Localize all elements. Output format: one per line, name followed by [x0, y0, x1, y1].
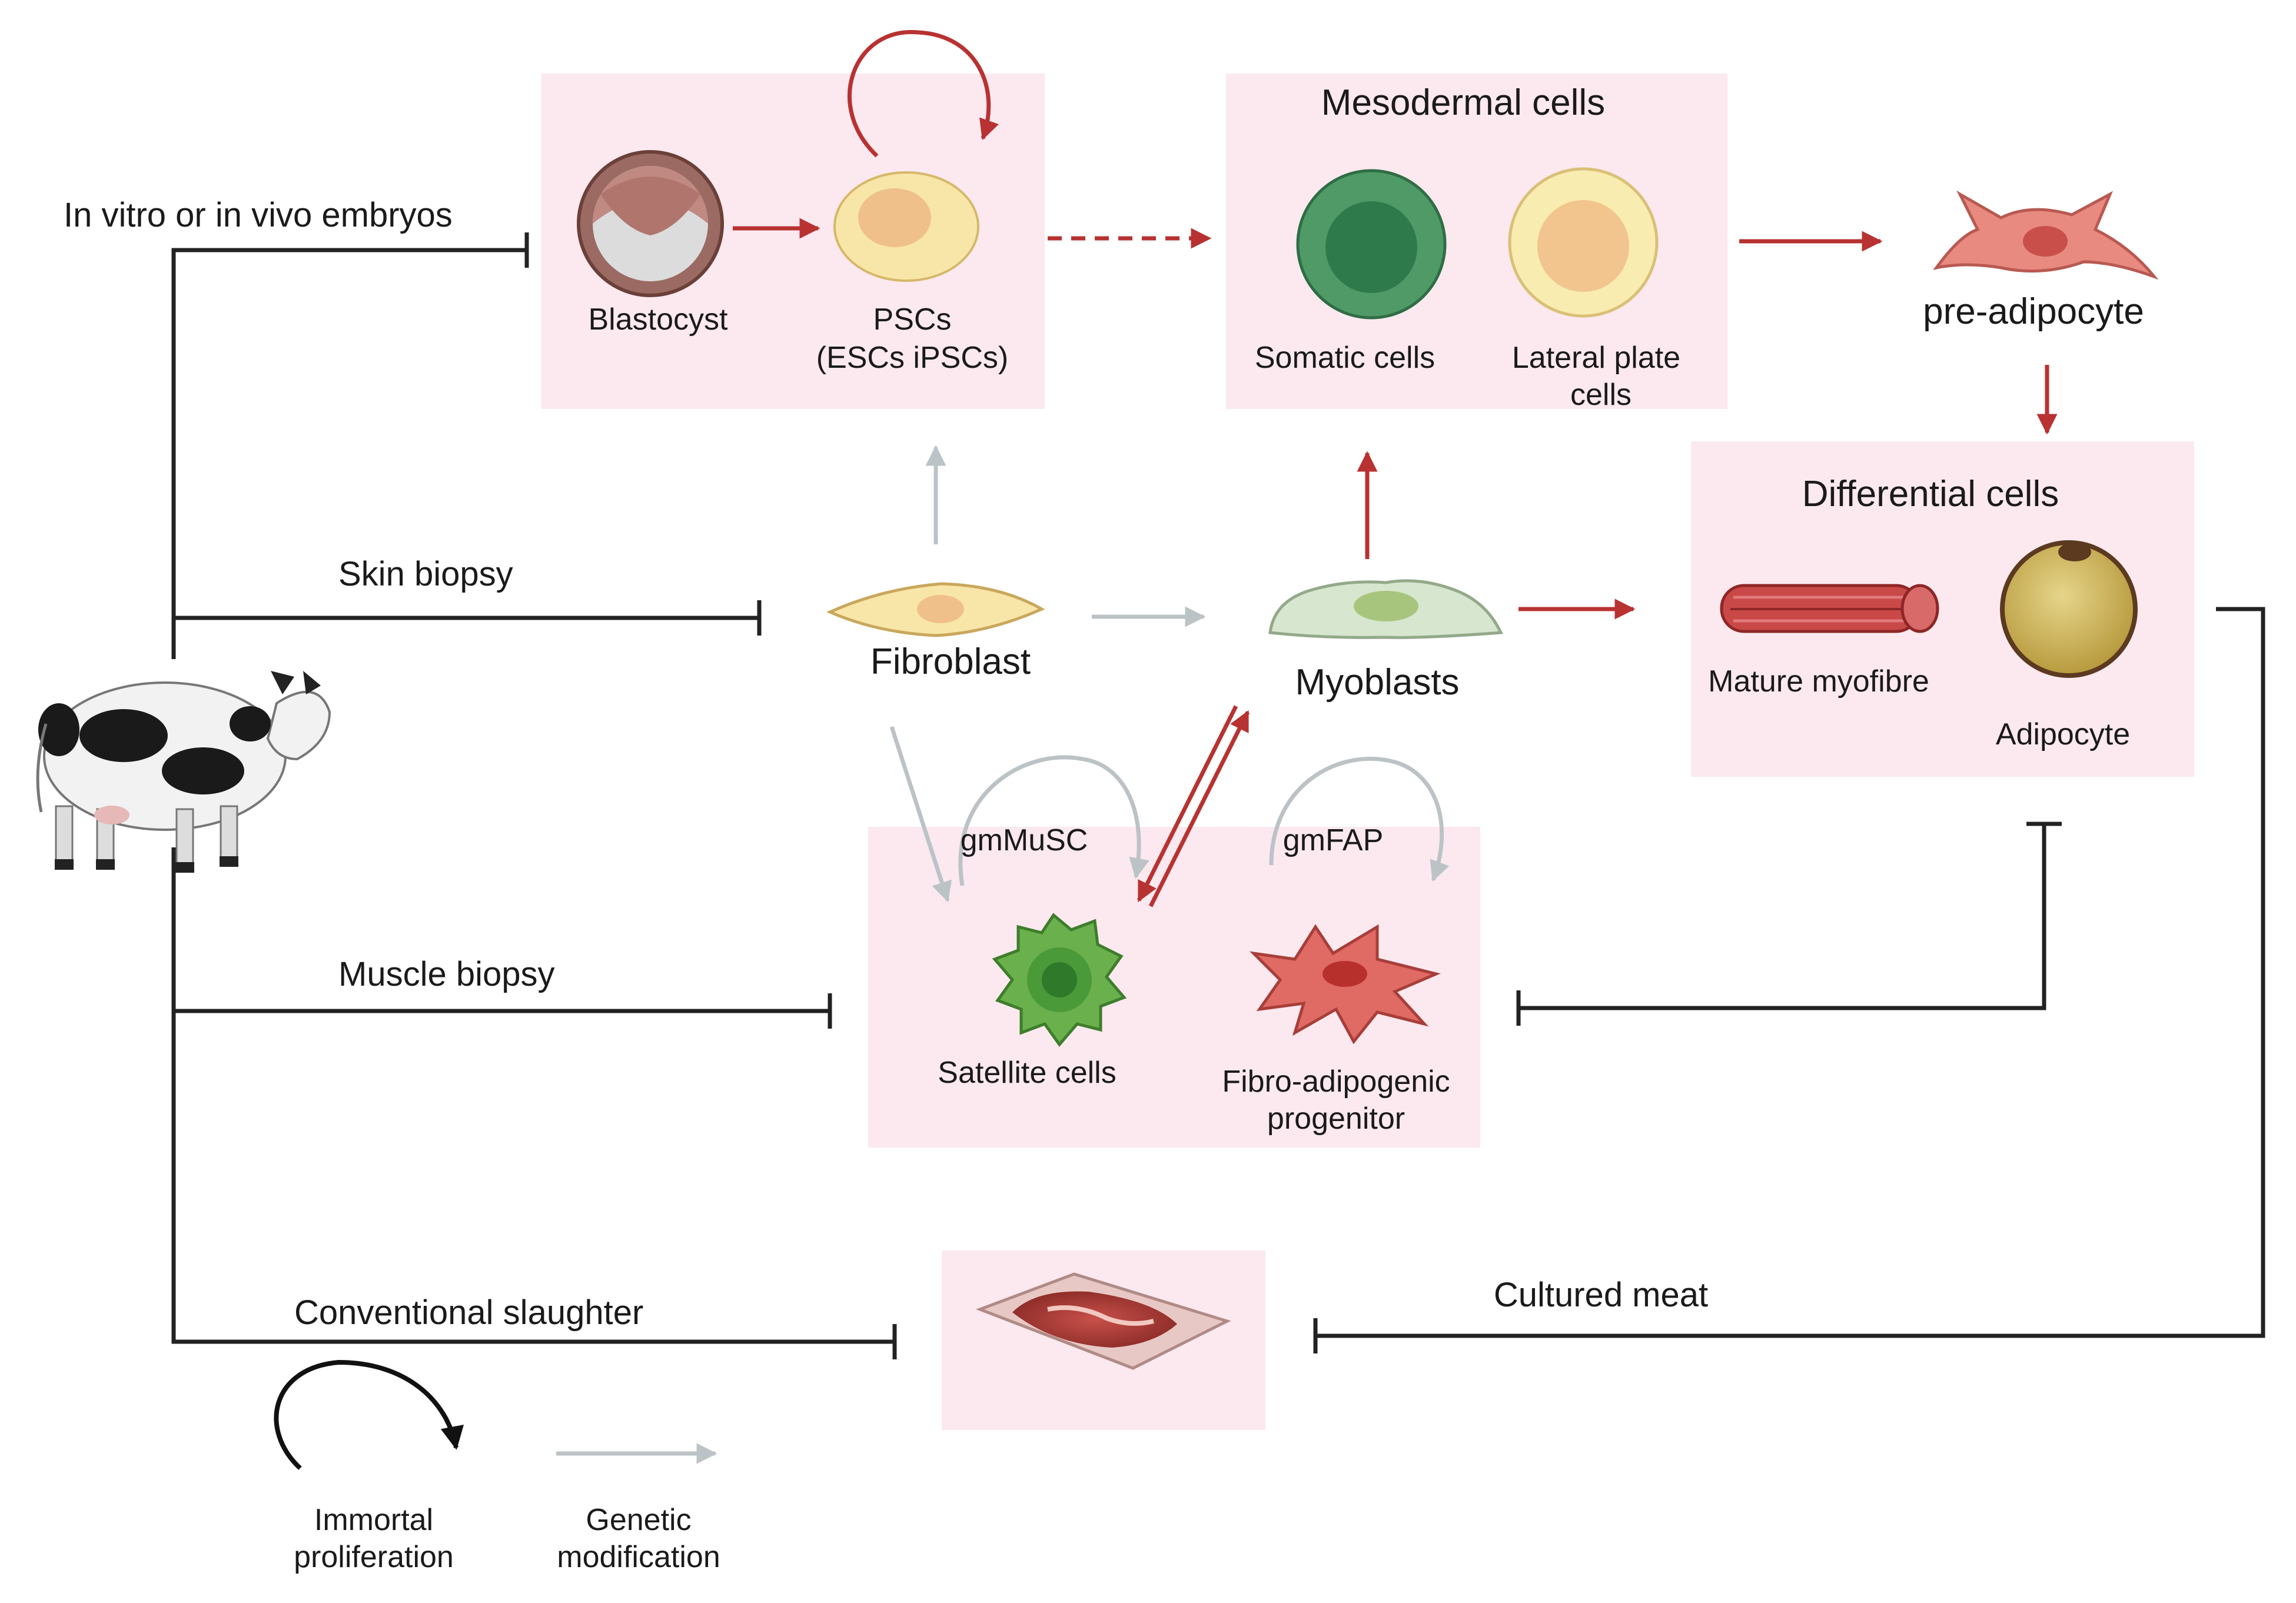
gmmusc-cycle-arrow	[958, 755, 1149, 886]
fap-label-line2: progenitor	[1267, 1102, 1405, 1136]
fap-icon	[1249, 924, 1441, 1045]
fibroblast-to-satellite-arrow	[889, 726, 952, 903]
gmfap-cycle-arrow	[1269, 756, 1450, 882]
somatic-label: Somatic cells	[1255, 341, 1435, 375]
source-lines	[171, 232, 2265, 1359]
mesodermal-title: Mesodermal cells	[1321, 82, 1605, 123]
immortal-proliferation-arrow	[274, 1359, 464, 1470]
immortal-label-line2: proliferation	[294, 1540, 454, 1574]
genetic-label-line2: modification	[557, 1540, 720, 1574]
source-slaughter-label: Conventional slaughter	[294, 1293, 643, 1332]
myofibre-label: Mature myofibre	[1708, 664, 1929, 699]
myoblast-icon	[1268, 579, 1503, 639]
satellite-label: Satellite cells	[938, 1056, 1116, 1090]
gmfap-label: gmFAP	[1283, 823, 1384, 857]
meat-tray-icon	[975, 1272, 1231, 1370]
preadipocyte-label: pre-adipocyte	[1923, 291, 2144, 332]
differential-title: Differential cells	[1802, 474, 2059, 514]
source-skin-label: Skin biopsy	[338, 555, 513, 593]
fibroblast-label: Fibroblast	[870, 641, 1031, 682]
somatic-cell-icon	[1296, 169, 1447, 320]
gmmusc-label: gmMuSC	[961, 823, 1088, 857]
fibroblast-icon	[826, 582, 1045, 637]
satellite-to-myoblast-arrow	[1148, 710, 1250, 907]
immortal-label-line1: Immortal	[314, 1503, 433, 1537]
psc-label-line1: PSCs	[873, 302, 952, 337]
psc-icon	[833, 171, 979, 282]
adipocyte-icon	[2000, 540, 2138, 678]
psc-self-renewal-arrow	[848, 30, 999, 158]
myoblasts-label: Myoblasts	[1295, 662, 1459, 703]
lateral-label-line1: Lateral plate	[1512, 341, 1680, 375]
myofibre-icon	[1720, 584, 1939, 633]
fap-label-line1: Fibro-adipogenic	[1222, 1065, 1450, 1099]
source-embryos-label: In vitro or in vivo embryos	[64, 196, 453, 234]
blastocyst-label: Blastocyst	[589, 302, 729, 337]
psc-label-line2: (ESCs iPSCs)	[816, 341, 1008, 375]
lateral-plate-cell-icon	[1508, 167, 1659, 318]
preadipocyte-icon	[1933, 190, 2159, 280]
source-muscle-label: Muscle biopsy	[338, 955, 554, 993]
lateral-label-line2: cells	[1570, 378, 1632, 412]
blastocyst-icon	[577, 150, 724, 297]
adipocyte-label: Adipocyte	[1996, 717, 2130, 751]
satellite-cell-icon	[992, 913, 1127, 1047]
cultured-meat-label: Cultured meat	[1494, 1276, 1708, 1314]
myoblast-to-satellite-arrow	[1137, 705, 1238, 903]
genetic-label-line1: Genetic	[586, 1503, 691, 1537]
cow-icon	[36, 671, 331, 873]
